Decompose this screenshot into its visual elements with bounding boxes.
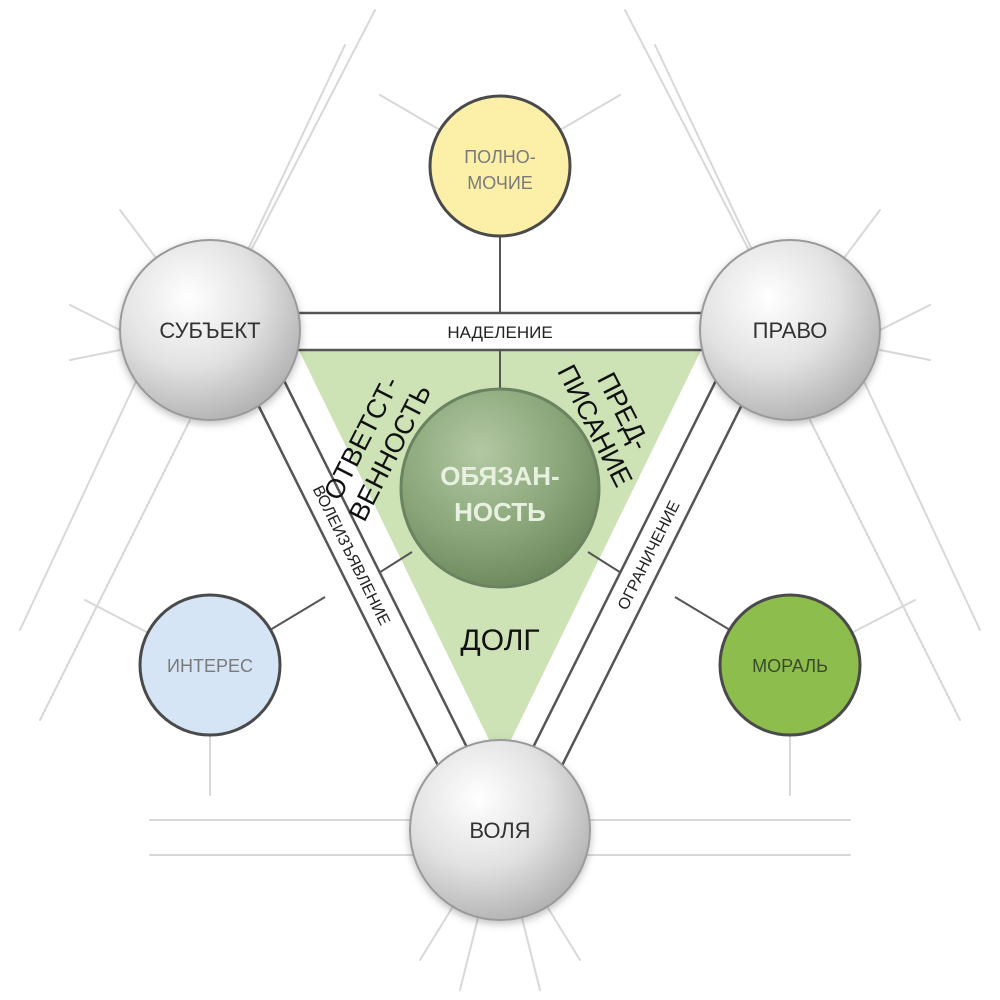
edge-top-label: НАДЕЛЕНИЕ	[447, 323, 552, 342]
node-subject: СУБЪЕКТ	[119, 239, 301, 421]
node-morality-label: МОРАЛЬ	[752, 656, 828, 676]
node-law-label: ПРАВО	[753, 318, 828, 343]
node-authority-line2: МОЧИЕ	[467, 173, 533, 193]
edge-top-band: НАДЕЛЕНИЕ	[288, 311, 712, 352]
node-authority-line1: ПОЛНО-	[464, 147, 536, 167]
node-will: ВОЛЯ	[409, 739, 591, 921]
node-authority: ПОЛНО- МОЧИЕ	[428, 94, 572, 238]
node-subject-label: СУБЪЕКТ	[159, 318, 260, 343]
node-morality: МОРАЛЬ	[718, 593, 862, 737]
node-duty-line2: НОСТЬ	[454, 497, 546, 527]
node-interest-label: ИНТЕРЕС	[167, 656, 253, 676]
node-interest: ИНТЕРЕС	[138, 593, 282, 737]
node-law: ПРАВО	[699, 239, 881, 421]
node-duty: ОБЯЗАН- НОСТЬ	[399, 387, 601, 589]
node-duty-line1: ОБЯЗАН-	[440, 461, 559, 491]
sector-debt: ДОЛГ	[460, 624, 539, 657]
node-will-label: ВОЛЯ	[469, 818, 530, 843]
